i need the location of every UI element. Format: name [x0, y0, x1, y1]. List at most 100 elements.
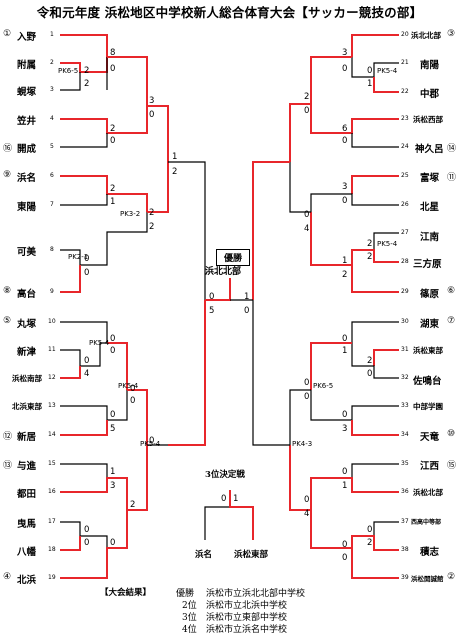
team-name: 都田 — [17, 489, 37, 500]
score: 0 — [110, 334, 116, 344]
score: 1 — [342, 481, 348, 491]
team-number: 15 — [48, 460, 56, 467]
line-r34 — [351, 420, 399, 436]
result-rank: 優勝 — [176, 589, 195, 599]
line-r31 — [373, 349, 399, 366]
team-number: 20 — [401, 31, 409, 38]
seed-mark: ⑫ — [3, 432, 13, 442]
line-l3 — [60, 72, 81, 91]
team-number: 10 — [48, 318, 56, 325]
team-number: 30 — [401, 318, 409, 325]
score: 3 — [110, 481, 116, 491]
team-name: 開成 — [17, 144, 37, 155]
line-r25 — [351, 175, 399, 194]
score: 5 — [209, 306, 215, 316]
team-name: 笠井 — [17, 116, 37, 127]
team-name: 新居 — [17, 432, 37, 443]
team-number: 12 — [48, 374, 56, 381]
champion-team: 浜北北部 — [205, 267, 242, 277]
team-number: 32 — [401, 374, 409, 381]
line-r32 — [351, 343, 399, 379]
line-l15 — [60, 463, 108, 478]
line-l-r4b — [147, 162, 169, 213]
score: 2 — [84, 79, 90, 89]
team-number: 2 — [50, 59, 54, 66]
line-r-r4b — [289, 162, 311, 213]
result-rank: 4位 — [182, 625, 197, 635]
team-number: 26 — [401, 201, 409, 208]
team-name: 入野 — [17, 32, 37, 43]
pk-result: PK3-2 — [120, 210, 141, 218]
score: 0 — [304, 210, 310, 220]
score: 0 — [342, 136, 348, 146]
line-l-r3d — [127, 445, 148, 511]
score: 3 — [342, 182, 348, 192]
score: 2 — [84, 66, 90, 76]
score: 0 — [130, 384, 136, 394]
team-name: 北浜東部 — [12, 402, 42, 411]
team-name: 三方原 — [413, 259, 442, 270]
team-number: 17 — [48, 518, 56, 525]
score: 0 — [84, 268, 90, 278]
line-l14 — [60, 420, 108, 436]
result-school: 浜松市立北浜中学校 — [206, 601, 288, 611]
team-name: 富塚 — [420, 173, 440, 184]
score: 0 — [84, 254, 90, 264]
team-name: 蜆塚 — [17, 87, 37, 98]
line-r-r3a — [310, 56, 352, 104]
third-place-left-score: 0 — [221, 494, 227, 504]
team-name: 浜松西部 — [413, 115, 443, 124]
score: 0 — [149, 110, 155, 120]
score: 3 — [342, 48, 348, 58]
line-l18 — [60, 536, 81, 551]
line-r37 — [373, 521, 399, 536]
team-number: 9 — [50, 288, 54, 295]
line-l11 — [60, 342, 107, 367]
results-header: 【大会結果】 — [100, 588, 152, 598]
team-number: 34 — [401, 431, 409, 438]
score: 3 — [342, 424, 348, 434]
score: 1 — [172, 152, 178, 162]
team-number: 36 — [401, 488, 409, 495]
score: 0 — [342, 553, 348, 563]
result-school: 浜松市立浜北北部中学校 — [206, 589, 306, 599]
line-l9 — [60, 265, 81, 293]
score: 0 — [342, 64, 348, 74]
team-name: 浜名 — [17, 173, 37, 184]
third-place-title: 3位決定戦 — [205, 470, 245, 480]
team-number: 35 — [401, 460, 409, 467]
line-r20 — [351, 34, 399, 57]
score: 0 — [84, 538, 90, 548]
score: 2 — [304, 92, 310, 102]
line-r26 — [310, 193, 399, 212]
line-l-r3c — [127, 389, 148, 445]
team-name: 可美 — [17, 247, 37, 258]
team-number: 38 — [401, 546, 409, 553]
score: 2 — [172, 167, 178, 177]
seed-mark: ② — [447, 572, 456, 582]
team-name: 浜北北部 — [411, 31, 441, 40]
score: 0 — [367, 525, 373, 535]
line-r28 — [351, 249, 399, 265]
line-r30 — [351, 321, 399, 343]
line-r27 — [373, 232, 399, 250]
line-r-r4d — [289, 445, 311, 511]
seed-mark: ⑥ — [447, 286, 456, 296]
team-name: 中郡 — [420, 89, 440, 100]
score: 2 — [367, 356, 373, 366]
team-number: 1 — [50, 31, 54, 38]
result-school: 浜松市立浜名中学校 — [206, 625, 288, 635]
score: 1 — [110, 467, 116, 477]
score: 1 — [244, 292, 250, 302]
result-rank: 3位 — [182, 613, 197, 623]
seed-mark: ③ — [447, 29, 456, 39]
team-number: 18 — [48, 546, 56, 553]
score: 2 — [149, 222, 155, 232]
score: 0 — [304, 106, 310, 116]
champion-label: 優勝 — [216, 249, 250, 266]
score: 0 — [110, 346, 116, 356]
score: 2 — [367, 239, 373, 249]
third-place-right-team: 浜松東部 — [234, 550, 269, 560]
team-name: 附属 — [17, 60, 37, 71]
